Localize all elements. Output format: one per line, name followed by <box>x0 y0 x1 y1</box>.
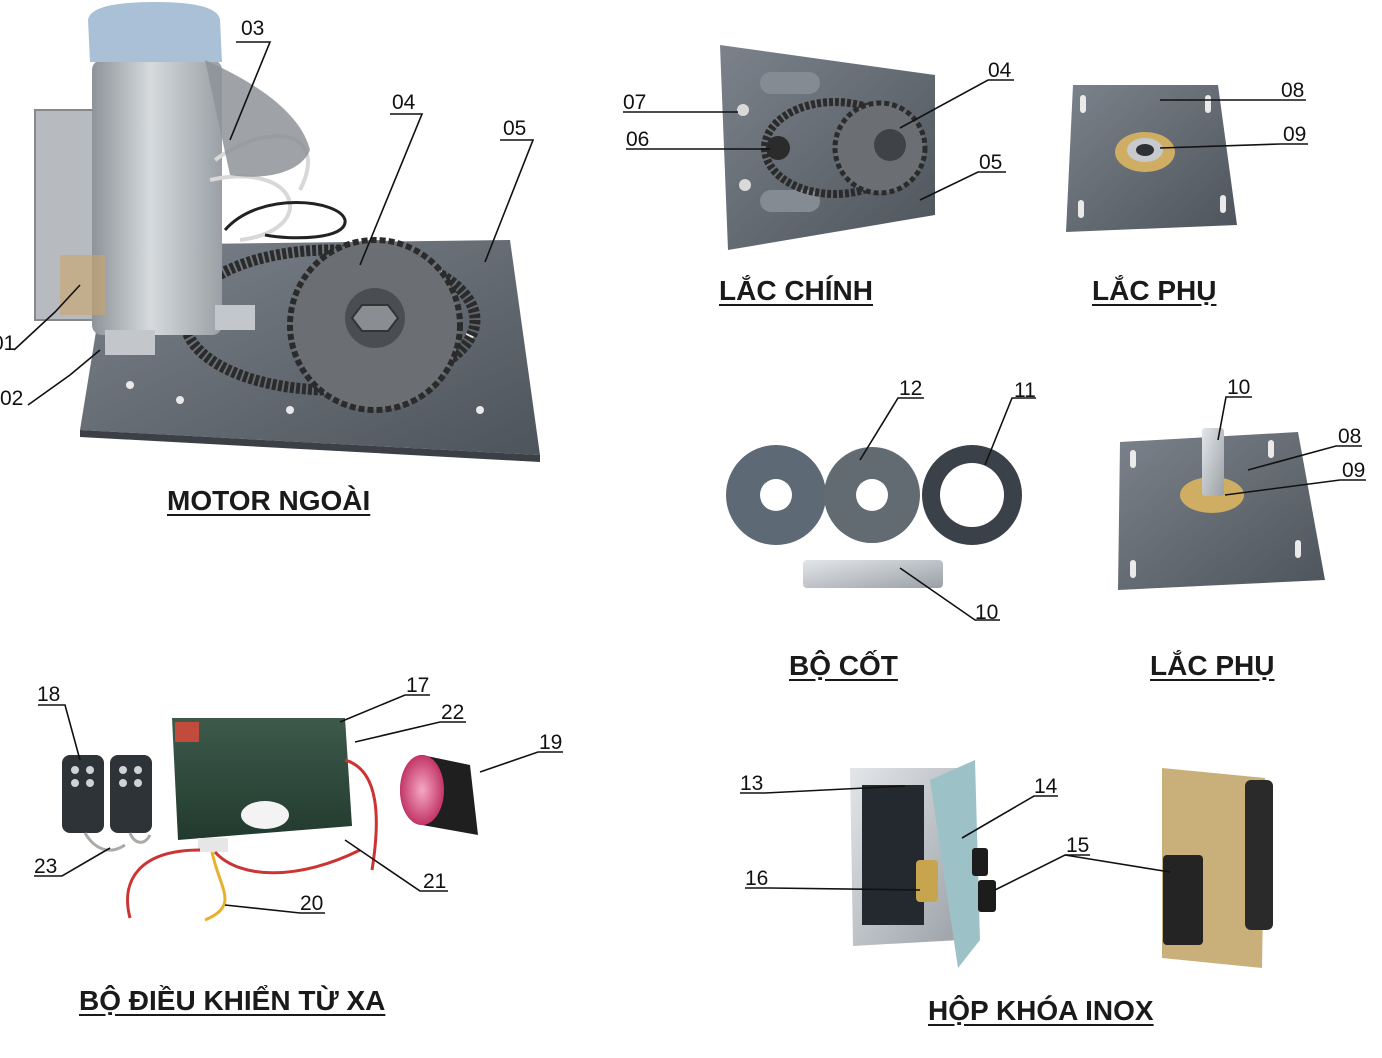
shaft-pin <box>803 560 943 588</box>
control-box-label <box>241 801 289 829</box>
callout-22: 22 <box>441 701 464 724</box>
callout-20: 20 <box>300 892 323 915</box>
motor-top-cap <box>88 2 222 62</box>
lock-box-latch <box>916 860 938 902</box>
callout-10-aux2: 10 <box>1227 376 1250 399</box>
main-plate-assembly <box>720 45 935 250</box>
motor-foot-left <box>105 330 155 355</box>
control-wires <box>126 758 378 919</box>
callout-17: 17 <box>406 674 429 697</box>
title-lock-box: HỘP KHÓA INOX <box>928 995 1154 1026</box>
main-plate-small-sprocket <box>766 136 790 160</box>
callout-23: 23 <box>34 855 57 878</box>
callout-18: 18 <box>37 683 60 706</box>
aux-plate-2 <box>1118 428 1325 590</box>
control-box <box>172 718 352 840</box>
callout-16: 16 <box>745 867 768 890</box>
callout-05-motor: 05 <box>503 117 526 140</box>
callout-04-motor: 04 <box>392 91 416 114</box>
remote-1 <box>62 755 104 833</box>
lock-box-interior <box>862 785 924 925</box>
callout-15: 15 <box>1066 834 1089 857</box>
keyed-washer-hole <box>940 463 1004 527</box>
title-motor: MOTOR NGOÀI <box>167 485 371 516</box>
remote-control-set <box>62 718 478 922</box>
main-plate-slot-bottom <box>760 190 820 212</box>
motor-chain-loop <box>179 244 481 396</box>
title-shaft-set: BỘ CỐT <box>789 650 898 681</box>
motor-manual-chain-box <box>60 255 105 315</box>
washer-left-hole <box>760 479 792 511</box>
title-remote-set: BỘ ĐIỀU KHIỂN TỪ XA <box>79 985 386 1016</box>
motor-main-cylinder <box>92 60 222 335</box>
remote-keyring <box>83 832 152 852</box>
callout-07: 07 <box>623 91 646 114</box>
aux-plate-2-slots <box>1130 440 1301 578</box>
lock-box-keys <box>972 848 996 912</box>
control-box-sticker <box>175 722 199 742</box>
callout-08-aux1: 08 <box>1281 79 1304 102</box>
lock-box-closed-keys <box>1163 855 1203 945</box>
main-plate-sprocket-hub <box>874 129 906 161</box>
callout-02: 02 <box>0 387 23 410</box>
leader-lines <box>13 41 1366 914</box>
callout-11: 11 <box>1014 379 1036 402</box>
motor-black-cable <box>223 201 347 240</box>
remote-2 <box>110 755 152 833</box>
callout-06: 06 <box>626 128 649 151</box>
motor-cover-bag <box>205 60 310 177</box>
callout-13: 13 <box>740 772 763 795</box>
callout-12: 12 <box>899 377 922 400</box>
motor-hex-nut <box>350 304 400 332</box>
callout-03: 03 <box>241 17 264 40</box>
main-plate-bolt-2 <box>739 179 751 191</box>
remote-buttons <box>71 766 142 787</box>
callout-09-aux2: 09 <box>1342 459 1365 482</box>
control-wires-yellow <box>204 851 227 922</box>
callout-numbers: 01 02 03 04 05 07 06 04 05 08 09 12 11 1… <box>0 17 1365 915</box>
lock-box-closed-side <box>1245 780 1273 930</box>
callout-10-shaft: 10 <box>975 601 998 624</box>
aux-plate-1 <box>1066 85 1237 232</box>
title-main-plate: LẮC CHÍNH <box>719 275 873 306</box>
callout-01: 01 <box>0 332 15 355</box>
callout-14: 14 <box>1034 775 1058 798</box>
shaft-set <box>726 445 1022 588</box>
title-aux-plate-1: LẮC PHỤ <box>1092 275 1217 306</box>
aux-plate-1-bore <box>1136 144 1154 156</box>
motor-foot-right <box>215 305 255 330</box>
title-aux-plate-2: LẮC PHỤ <box>1150 650 1275 681</box>
callout-08-aux2: 08 <box>1338 425 1361 448</box>
siren-face-front <box>400 755 444 825</box>
aux-plate-2-shaft <box>1202 428 1224 496</box>
control-box-connector <box>198 838 228 852</box>
motor-assembly <box>34 2 540 462</box>
motor-base-plate-edge <box>80 430 540 462</box>
callout-04-plate: 04 <box>988 59 1012 82</box>
callout-21: 21 <box>423 870 446 893</box>
callout-05-plate: 05 <box>979 151 1002 174</box>
main-plate-slot-top <box>760 72 820 94</box>
callout-09-aux1: 09 <box>1283 123 1306 146</box>
stainless-lock-box <box>850 760 1273 968</box>
main-plate-bolt <box>737 104 749 116</box>
callout-19: 19 <box>539 731 562 754</box>
washer-middle-hole <box>856 479 888 511</box>
lock-box-door <box>930 760 980 968</box>
